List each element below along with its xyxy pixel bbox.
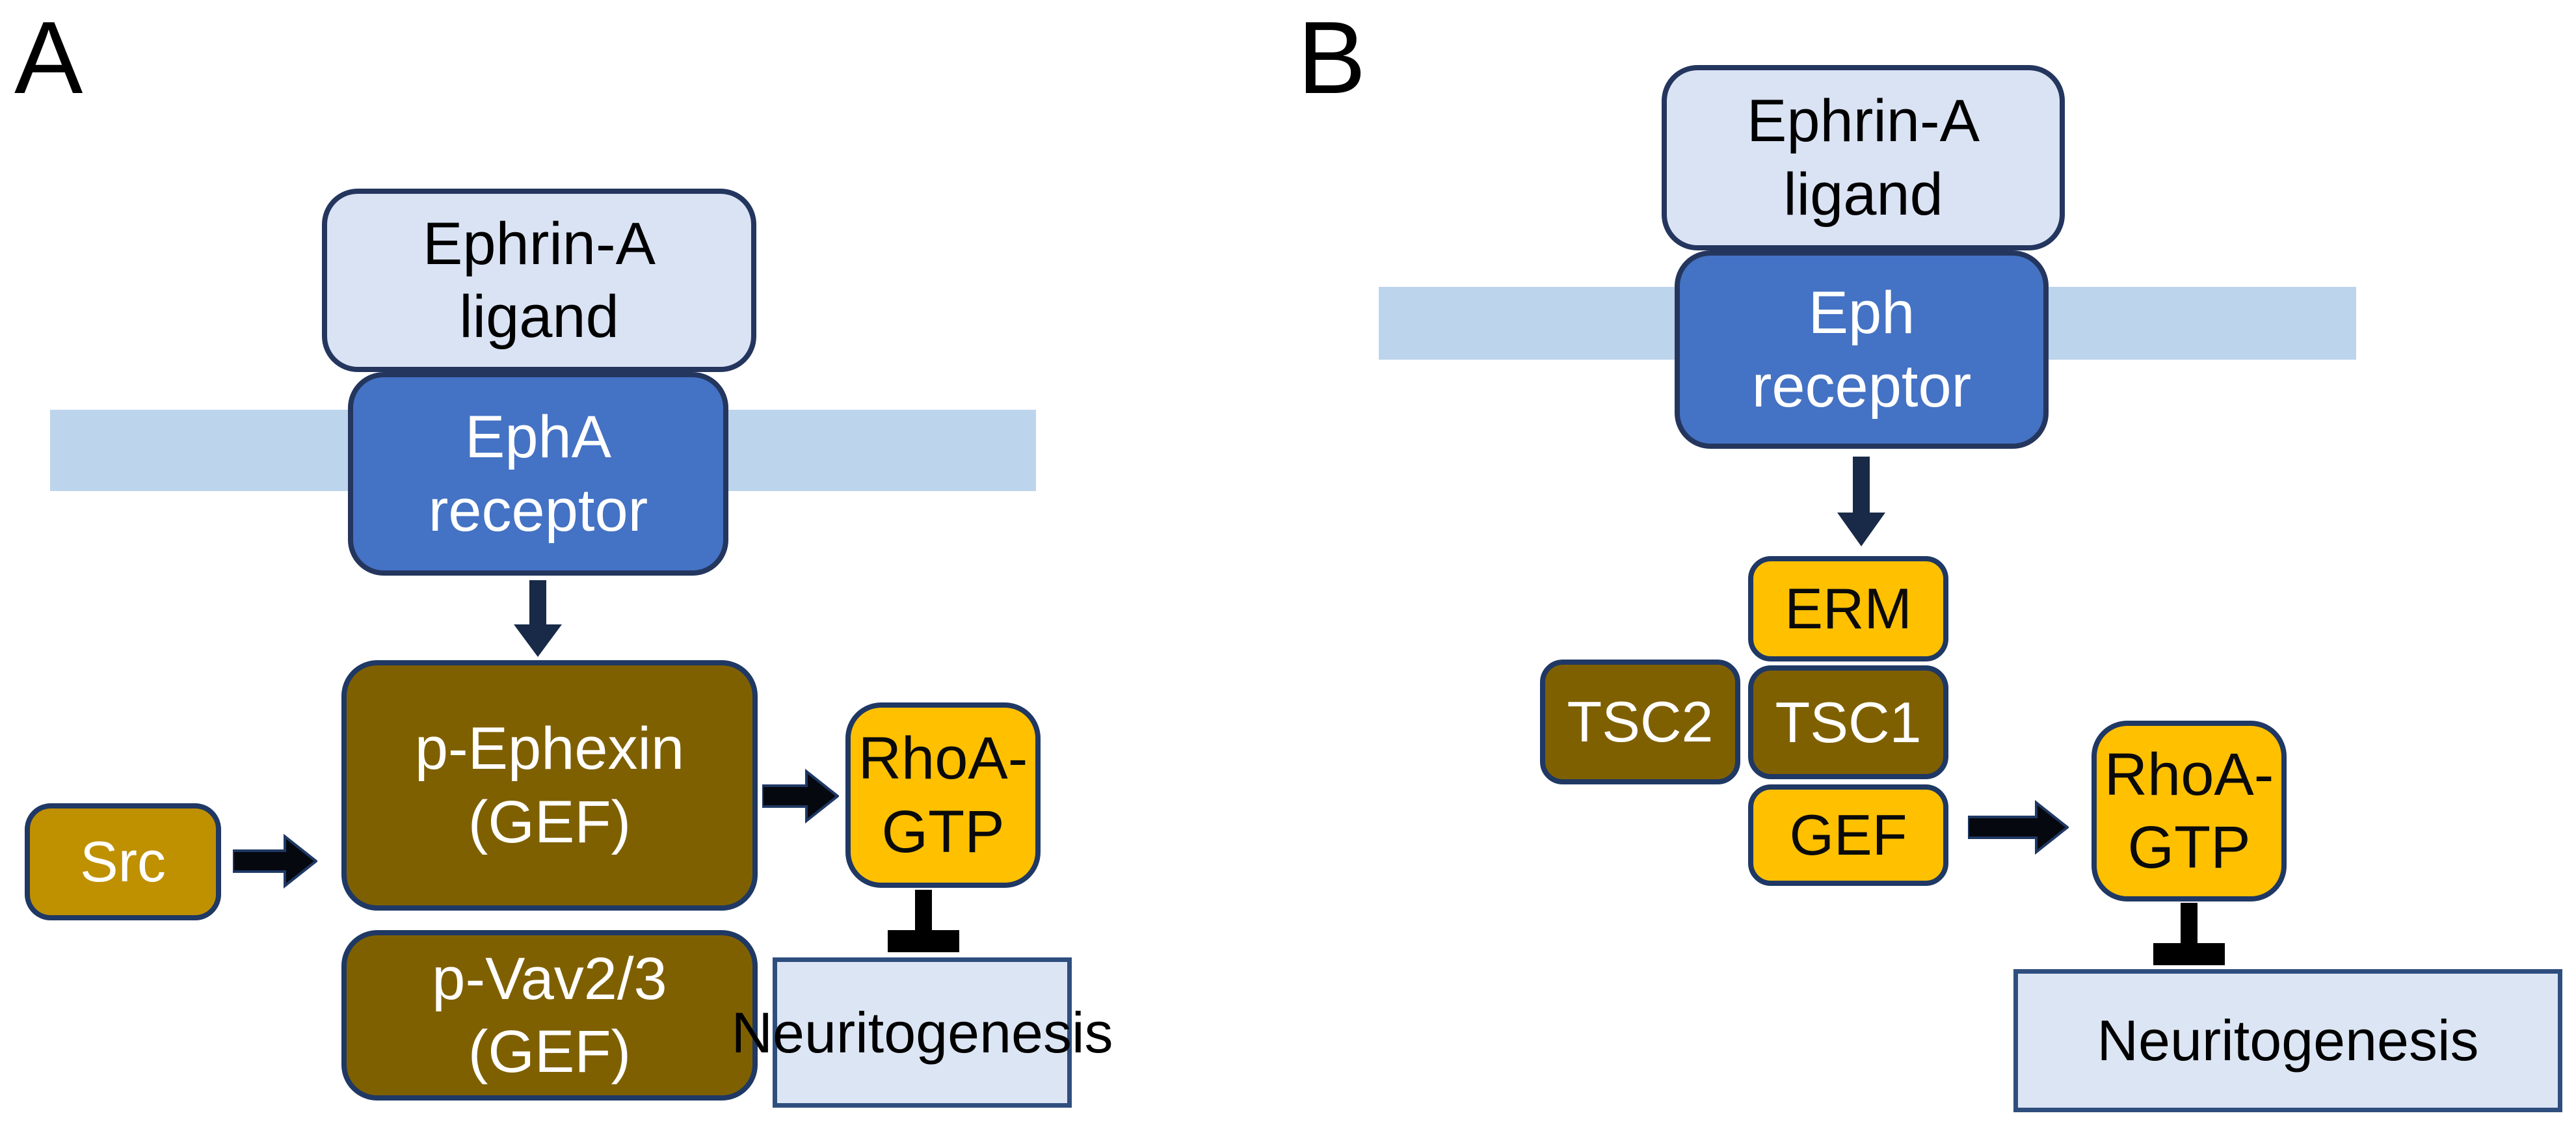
- arrow-down-icon: [1837, 457, 1885, 546]
- eph-receptor-box: Eph receptor: [1675, 250, 2049, 449]
- neuritogenesis-label-b: Neuritogenesis: [2097, 1008, 2479, 1073]
- neuritogenesis-box-b: Neuritogenesis: [2013, 969, 2562, 1112]
- p-ephexin-line1: p-Ephexin: [414, 715, 685, 782]
- ephrin-a-ligand-b-line2: ligand: [1783, 161, 1943, 228]
- rhoa-gtp-line2-b: GTP: [2127, 814, 2251, 881]
- p-vav-line2: (GEF): [468, 1019, 631, 1085]
- tsc2-box: TSC2: [1540, 660, 1740, 784]
- arrow-down-icon: [514, 580, 562, 657]
- ephrin-a-ligand-line2: ligand: [459, 284, 619, 350]
- ephrin-a-ligand-line1: Ephrin-A: [423, 210, 656, 277]
- inhibition-tbar-icon: [888, 890, 959, 952]
- arrow-right-icon: [233, 833, 317, 889]
- gef-label: GEF: [1789, 803, 1907, 868]
- src-label: Src: [80, 829, 166, 894]
- arrow-right-icon: [1968, 799, 2069, 855]
- ephrin-a-ligand-box-b: Ephrin-A ligand: [1662, 65, 2065, 250]
- tsc2-label: TSC2: [1567, 689, 1714, 754]
- epha-receptor-box: EphA receptor: [348, 372, 728, 576]
- p-vav-gef-box: p-Vav2/3 (GEF): [341, 930, 758, 1101]
- tsc1-label: TSC1: [1775, 689, 1922, 754]
- tsc1-box: TSC1: [1748, 665, 1948, 779]
- rhoa-gtp-line2-a: GTP: [881, 798, 1005, 865]
- panel-b-label: B: [1297, 1, 1366, 115]
- inhibition-tbar-icon: [2153, 903, 2225, 965]
- p-ephexin-gef-box: p-Ephexin (GEF): [341, 660, 758, 911]
- rhoa-gtp-box-a: RhoA- GTP: [845, 702, 1041, 888]
- p-vav-line1: p-Vav2/3: [432, 945, 667, 1012]
- epha-receptor-line1: EphA: [464, 404, 612, 471]
- ephrin-a-ligand-b-line1: Ephrin-A: [1747, 88, 1980, 155]
- p-ephexin-line2: (GEF): [468, 788, 631, 855]
- eph-receptor-line2: receptor: [1751, 353, 1972, 420]
- panel-a-label: A: [14, 1, 83, 115]
- epha-receptor-line2: receptor: [428, 477, 648, 544]
- erm-label: ERM: [1785, 576, 1912, 641]
- erm-box: ERM: [1748, 556, 1948, 661]
- arrow-right-icon: [762, 768, 839, 824]
- rhoa-gtp-line1-a: RhoA-: [858, 725, 1028, 792]
- neuritogenesis-box-a: Neuritogenesis: [732, 957, 1113, 1108]
- rhoa-gtp-box-b: RhoA- GTP: [2091, 721, 2287, 901]
- src-box: Src: [25, 803, 221, 920]
- gef-box: GEF: [1748, 784, 1948, 886]
- ephrin-a-ligand-box-a: Ephrin-A ligand: [322, 189, 756, 372]
- neuritogenesis-label-a: Neuritogenesis: [731, 1000, 1113, 1065]
- rhoa-gtp-line1-b: RhoA-: [2104, 741, 2274, 808]
- eph-receptor-line1: Eph: [1808, 280, 1915, 347]
